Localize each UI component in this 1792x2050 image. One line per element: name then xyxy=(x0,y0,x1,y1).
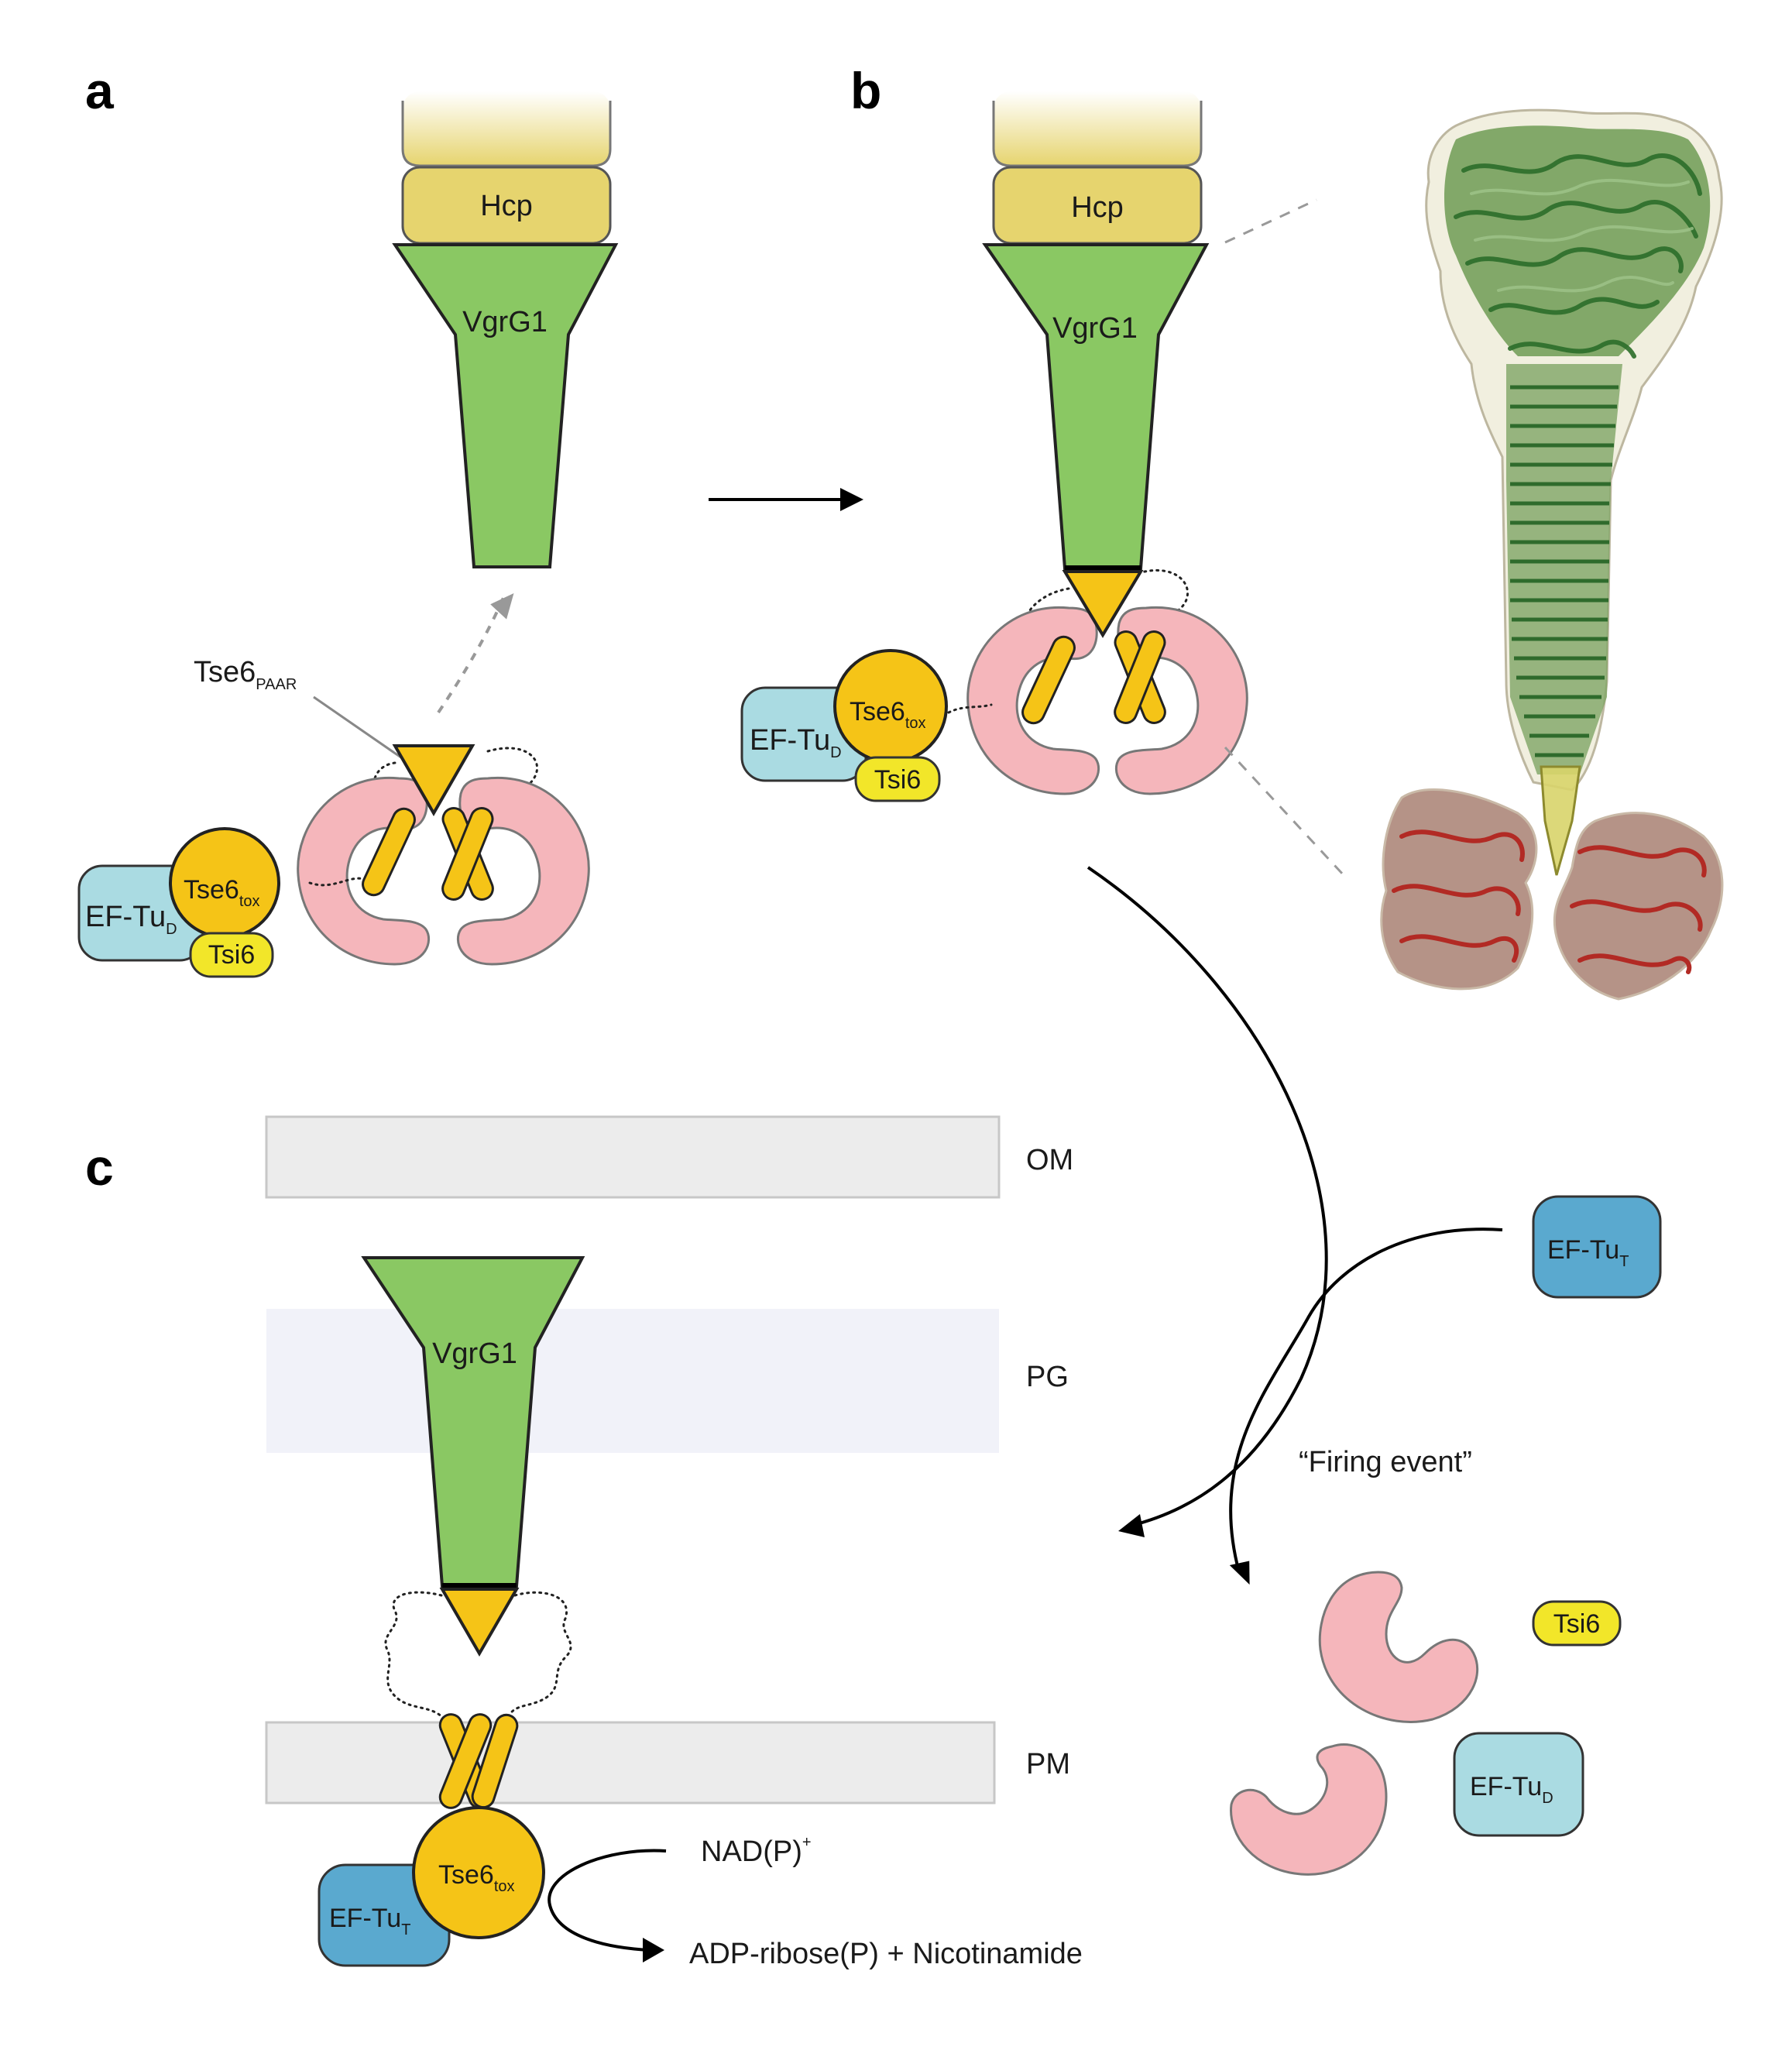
tse6-paar-label: Tse6PAAR xyxy=(194,656,297,693)
eftu-d-free-label: EF-TuD xyxy=(1470,1772,1553,1807)
vgrg1-label-b: VgrG1 xyxy=(1052,312,1138,345)
firing-branch-arrowhead xyxy=(1229,1561,1250,1585)
hcp-ring-faded-a xyxy=(401,91,612,167)
dashed-arrow-a xyxy=(437,597,505,714)
pm-label: PM xyxy=(1026,1748,1070,1780)
firing-branch-arrow xyxy=(1229,1228,1503,1573)
tm-helices-b xyxy=(1021,630,1166,725)
main-curved-arrowhead xyxy=(1118,1514,1145,1537)
tse6-complex-a: EF-TuD Tse6tox Tsi6 xyxy=(77,744,590,978)
panel-label-b: b xyxy=(850,62,881,119)
peptidoglycan-layer xyxy=(266,1309,999,1453)
tsi6-label-a: Tsi6 xyxy=(208,940,255,970)
plasma-membrane xyxy=(265,1721,996,1804)
tse6-paar-label-group: Tse6PAAR xyxy=(194,656,297,693)
tse6-paar-triangle-b xyxy=(1062,570,1144,638)
hcp-ring-b: Hcp xyxy=(992,166,1203,245)
cryo-em-structure xyxy=(1380,108,1724,1001)
tsi6-free-label: Tsi6 xyxy=(1553,1609,1600,1639)
tsi6-free xyxy=(1532,1600,1622,1647)
paar-linker-dotted-c xyxy=(384,1591,572,1722)
beta-helix-stripes xyxy=(1510,385,1619,757)
tsi6-label-b: Tsi6 xyxy=(874,765,921,795)
tm-helices-c xyxy=(438,1713,519,1809)
cradle-left-a xyxy=(297,776,431,966)
tse6-complex-b: EF-TuD Tse6tox Tsi6 xyxy=(740,568,1248,802)
firing-event-label: “Firing event” xyxy=(1299,1446,1472,1478)
om-label: OM xyxy=(1026,1144,1073,1176)
vgrg1-label-a: VgrG1 xyxy=(462,306,548,338)
panel-label-c: c xyxy=(85,1138,114,1196)
tse6-tox-label-b: Tse6tox xyxy=(850,697,926,732)
vgrg1-spike-a: VgrG1 xyxy=(392,243,619,568)
eftu-t-free-label: EF-TuT xyxy=(1547,1235,1629,1270)
paar-pointer-line xyxy=(313,695,410,764)
eftu-t-label-c: EF-TuT xyxy=(329,1904,410,1938)
reaction-arrowhead xyxy=(643,1938,664,1962)
tsi6-b xyxy=(854,756,941,802)
eftu-d-label-a: EF-TuD xyxy=(85,901,177,938)
eftu-d-free xyxy=(1453,1732,1584,1837)
cradle-free-1 xyxy=(1318,1571,1479,1723)
tm-helices-a xyxy=(362,806,494,901)
products-label: ADP-ribose(P) + Nicotinamide xyxy=(689,1938,1083,1970)
zoom-line-bottom xyxy=(1224,746,1345,877)
vgrg1-spike-b: VgrG1 xyxy=(982,243,1210,572)
tse6-paar-triangle-a xyxy=(392,744,475,817)
cradle-free-2 xyxy=(1230,1743,1388,1876)
eftu-d-label-b: EF-TuD xyxy=(750,724,842,761)
pg-label: PG xyxy=(1026,1361,1069,1393)
nadp-label: NAD(P)+ xyxy=(701,1834,812,1868)
hcp-label-b: Hcp xyxy=(1071,191,1124,224)
tse6-paar-triangle-c xyxy=(439,1588,520,1657)
dashed-arrowhead-a xyxy=(490,592,514,620)
eftu-t-free xyxy=(1532,1195,1662,1299)
outer-membrane xyxy=(265,1115,1001,1199)
panel-label-a: a xyxy=(85,62,115,119)
hcp-label-a: Hcp xyxy=(480,190,533,222)
vgrg1-label-c: VgrG1 xyxy=(432,1337,517,1370)
reaction-arrow xyxy=(548,1849,667,1952)
main-curved-arrow xyxy=(1087,866,1328,1527)
tse6-tox-c xyxy=(412,1806,545,1939)
zoom-line-top xyxy=(1224,198,1317,244)
tsi6-a xyxy=(189,932,274,978)
tse6-tox-label-a: Tse6tox xyxy=(184,875,260,910)
hcp-ring-faded-b xyxy=(992,91,1203,167)
vgrg1-spike-c: VgrG1 xyxy=(361,1256,585,1589)
hcp-ring-a: Hcp xyxy=(401,166,612,245)
tse6-tox-label-c: Tse6tox xyxy=(438,1860,515,1895)
arrowhead-a-to-b xyxy=(840,488,863,511)
